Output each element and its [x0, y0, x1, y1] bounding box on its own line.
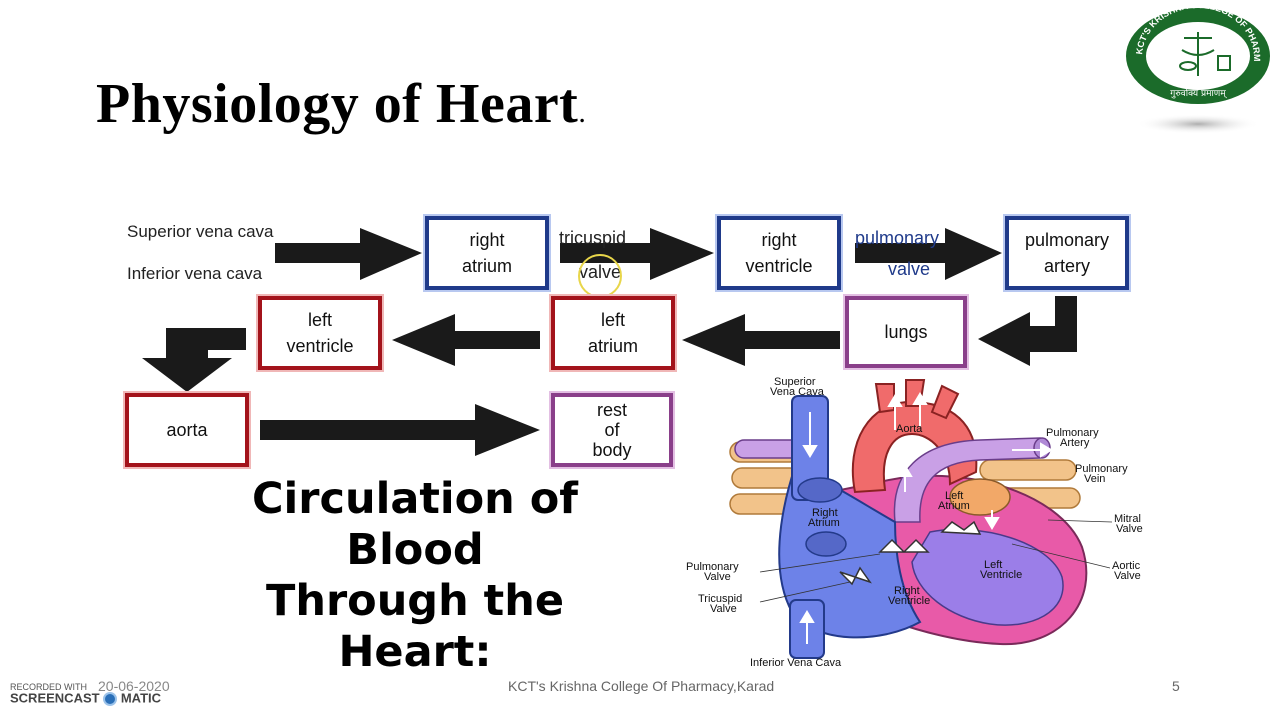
heart-diagram: Superior Vena Cava Aorta Pulmonary Arter…: [686, 376, 1143, 669]
pulmonary-valve-label-1: pulmonary: [855, 228, 940, 248]
left-atrium-l1: left: [600, 310, 625, 330]
pulm-vein-right-1: [979, 459, 1077, 481]
hl-right-atrium-2: Atrium: [808, 517, 840, 529]
arrow-to-aorta: [142, 328, 246, 392]
footer-center: KCT's Krishna College Of Pharmacy,Karad: [508, 678, 775, 694]
slide-title-text: Physiology of Heart: [96, 73, 579, 135]
hl-aorta: Aorta: [896, 423, 923, 435]
college-logo: KCT'S KRISHNA COLLEGE OF PHARMACY, KARAD…: [1119, 0, 1274, 142]
hl-left-atrium-1: Left: [945, 490, 963, 502]
svc-label: Superior vena cava: [127, 222, 274, 241]
left-ventricle-box: left ventricle: [258, 296, 382, 370]
hl-right-atrium-1: Right: [812, 507, 838, 519]
pulmonary-valve-label-2: valve: [888, 259, 931, 279]
ivc-label: Inferior vena cava: [127, 264, 263, 283]
arrow-to-rest-of-body: [260, 404, 540, 456]
hl-mitral-2: Valve: [1116, 523, 1143, 535]
watermark-line3: MATIC: [120, 690, 162, 706]
aorta-label: aorta: [166, 420, 208, 440]
left-ventricle-l2: ventricle: [286, 336, 354, 356]
hl-ivc: Inferior Vena Cava: [750, 657, 842, 669]
lungs-label: lungs: [884, 322, 928, 342]
rest-of-body-l2: of: [604, 420, 620, 440]
slide-title: Physiology of Heart.: [96, 72, 586, 136]
left-ventricle-area: [911, 528, 1064, 626]
arrow-to-pulmonary-artery: [855, 228, 1002, 280]
arrow-to-right-ventricle: [560, 228, 714, 280]
hl-left-ventricle-1: Left: [984, 559, 1002, 571]
cursor-highlight: [578, 254, 622, 298]
hl-pulm-valve-1: Pulmonary: [686, 561, 739, 573]
logo-motto: गुरुर्वाक्यं प्रमाणम्: [1170, 87, 1227, 99]
hl-left-ventricle-2: Ventricle: [980, 569, 1022, 581]
screencast-watermark: RECORDED WITH SCREENCAST MATIC: [10, 682, 161, 706]
right-atrium-box: right atrium: [425, 216, 549, 290]
hl-pulm-artery-2: Artery: [1060, 437, 1090, 449]
arrow-to-left-ventricle: [392, 314, 540, 366]
hl-pulm-vein-1: Pulmonary: [1075, 463, 1128, 475]
hl-tricuspid-1: Tricuspid: [698, 593, 742, 605]
pulmonary-valve-shape: [878, 538, 930, 554]
circulation-caption: Circulation of Blood Through the Heart:: [140, 474, 690, 678]
mitral-valve-shape: [940, 520, 982, 535]
watermark-line2: SCREENCAST: [10, 690, 100, 706]
pulmonary-artery-box: pulmonary artery: [1005, 216, 1129, 290]
footer-page-number: 5: [1172, 678, 1180, 694]
hl-aortic-1: Aortic: [1112, 560, 1141, 572]
right-ventricle-l2: ventricle: [745, 256, 813, 276]
hl-tricuspid-2: Valve: [710, 603, 737, 615]
watermark-line1: RECORDED WITH: [10, 682, 87, 692]
right-atrium-l1: right: [469, 230, 505, 250]
hl-pulm-valve-2: Valve: [704, 571, 731, 583]
right-heart-area: [778, 465, 922, 639]
footer-date: 20-06-2020: [98, 678, 170, 694]
record-icon: [103, 692, 118, 706]
hl-right-ventricle-1: Right: [894, 585, 920, 597]
right-ventricle-l1: right: [761, 230, 797, 250]
hl-right-ventricle-2: Ventricle: [888, 595, 930, 607]
left-atrium-area: [949, 478, 1011, 516]
rest-of-body-l3: body: [592, 440, 632, 460]
tricuspid-valve-shape: [839, 566, 872, 586]
hl-pulm-vein-2: Vein: [1084, 473, 1105, 485]
arrow-to-left-atrium: [682, 314, 840, 366]
caption-line-4: Heart:: [338, 627, 492, 677]
caption-line-2: Blood: [346, 525, 484, 575]
pulmonary-artery-l2: artery: [1043, 256, 1090, 276]
rest-of-body-l1: rest: [596, 400, 627, 420]
hl-left-atrium-2: Atrium: [938, 500, 970, 512]
aorta-box: aorta: [125, 393, 249, 467]
right-ventricle-box: right ventricle: [717, 216, 841, 290]
pulmonary-artery-l1: pulmonary: [1024, 230, 1110, 250]
lungs-box: lungs: [845, 296, 967, 368]
hl-aortic-2: Valve: [1114, 570, 1141, 582]
hl-pulm-artery-1: Pulmonary: [1046, 427, 1099, 439]
left-ventricle-l1: left: [307, 310, 332, 330]
arrow-to-right-atrium: [275, 228, 422, 280]
left-atrium-l2: atrium: [587, 336, 638, 356]
caption-line-1: Circulation of: [251, 474, 579, 524]
hl-mitral-1: Mitral: [1114, 513, 1141, 525]
hl-svc-2: Vena Cava: [770, 386, 825, 398]
caption-line-3: Through the: [266, 576, 564, 626]
right-atrium-l2: atrium: [461, 256, 512, 276]
tricuspid-label-1: tricuspid: [559, 228, 627, 248]
left-atrium-box: left atrium: [551, 296, 675, 370]
hl-svc-1: Superior: [774, 376, 816, 388]
slide-title-suffix: .: [578, 96, 587, 129]
arrow-to-lungs: [978, 296, 1077, 366]
